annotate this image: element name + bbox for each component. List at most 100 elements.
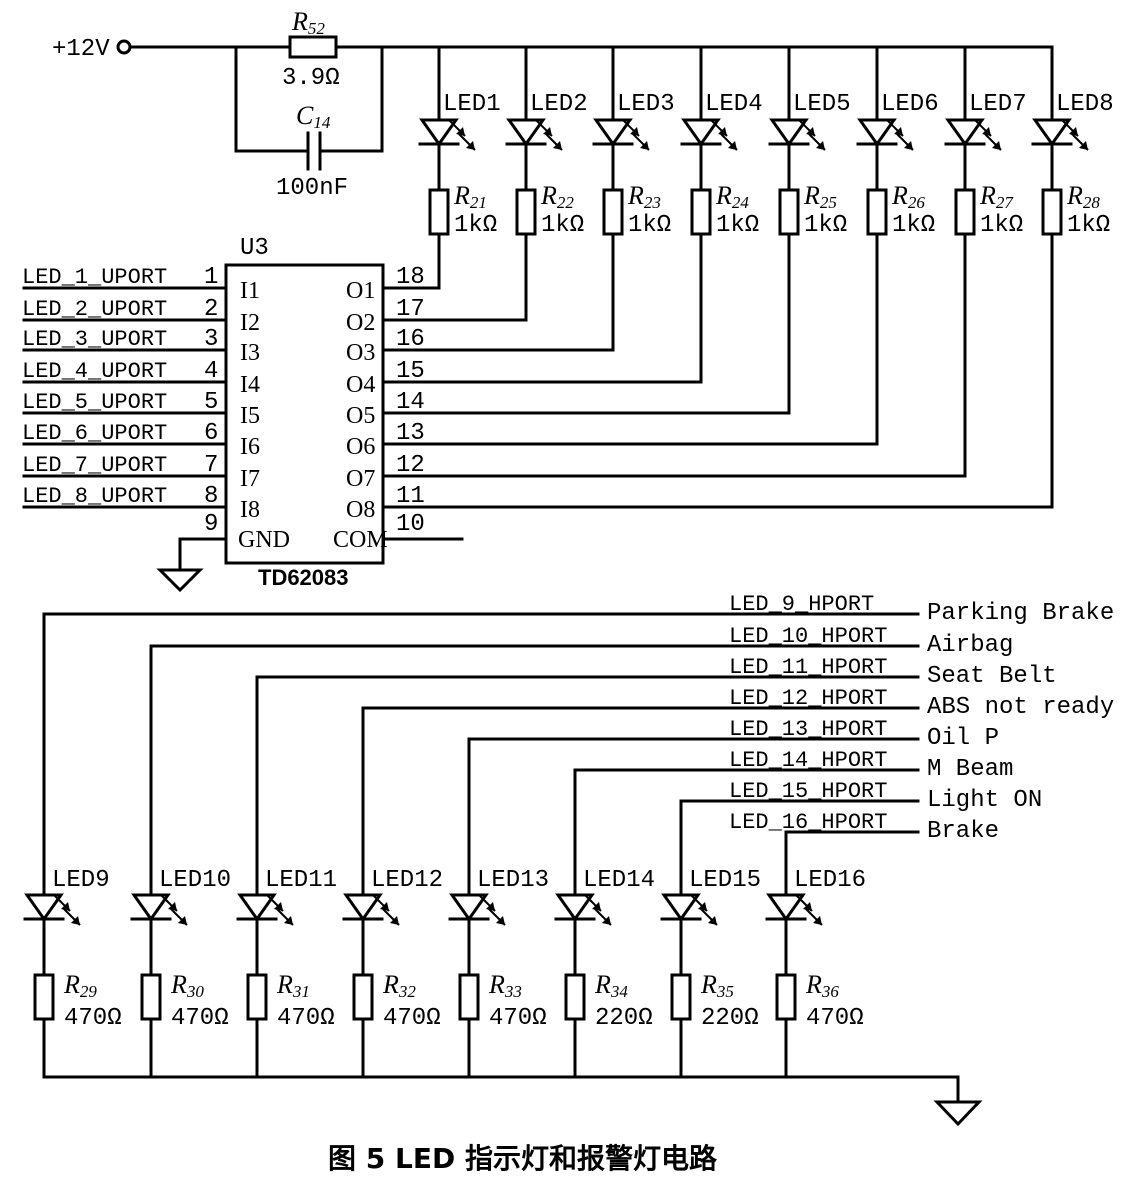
- top-resistor-2: [515, 188, 537, 236]
- chip-input-1: I1: [240, 278, 260, 304]
- chip-in-pin-4: 4: [204, 358, 218, 385]
- signal-label-10: Airbag: [927, 632, 1013, 659]
- top-led-2: [505, 118, 563, 151]
- bottom-led-label-13: LED13: [477, 867, 549, 894]
- hport-label-9: LED_9_HPORT: [729, 592, 874, 617]
- chip-input-3: I3: [240, 340, 260, 366]
- top-resistor-value-5: 1kΩ: [804, 212, 847, 239]
- chip-input-6: I6: [240, 434, 260, 460]
- top-led-label-5: LED5: [793, 91, 851, 118]
- hport-label-14: LED_14_HPORT: [729, 748, 887, 773]
- top-led-4: [680, 118, 738, 151]
- chip-out-pin-6: 13: [396, 420, 425, 447]
- uport-label-6: LED_6_UPORT: [22, 421, 167, 446]
- bottom-resistor-name-9: R29: [63, 970, 97, 1001]
- chip-part: TD62083: [258, 565, 349, 590]
- chip-output-1: O1: [346, 278, 375, 304]
- chip-input-5: I5: [240, 403, 260, 429]
- bottom-led-15: [660, 893, 718, 926]
- supply-label: +12V: [52, 36, 110, 63]
- top-resistor-name-6: R26: [891, 181, 925, 212]
- chip-output-3: O3: [346, 340, 375, 366]
- hport-label-12: LED_12_HPORT: [729, 686, 887, 711]
- bottom-resistor-value-15: 220Ω: [701, 1005, 759, 1032]
- chip-out-pin-7: 12: [396, 452, 425, 479]
- chip-output-4: O4: [346, 372, 375, 398]
- bottom-resistor-value-12: 470Ω: [383, 1005, 441, 1032]
- hport-label-16: LED_16_HPORT: [729, 810, 887, 835]
- bottom-resistor-value-11: 470Ω: [277, 1005, 335, 1032]
- chip-out-pin-8: 11: [396, 483, 425, 510]
- c14-name: C14: [296, 101, 331, 132]
- supply-terminal: [116, 39, 132, 55]
- top-led-label-1: LED1: [443, 91, 501, 118]
- top-resistor-name-1: R21: [453, 181, 487, 212]
- chip-in-pin-2: 2: [204, 296, 218, 323]
- signal-label-9: Parking Brake: [927, 600, 1114, 627]
- signal-label-11: Seat Belt: [927, 663, 1057, 690]
- bottom-resistor-name-11: R31: [276, 970, 310, 1001]
- bottom-led-9: [23, 893, 81, 926]
- chip-input-2: I2: [240, 310, 260, 336]
- bottom-led-label-10: LED10: [159, 867, 231, 894]
- chip-output-5: O5: [346, 403, 375, 429]
- chip-in-pin-1: 1: [204, 264, 218, 291]
- top-resistor-name-4: R24: [715, 181, 749, 212]
- top-resistor-value-2: 1kΩ: [541, 212, 584, 239]
- top-led-7: [944, 118, 1002, 151]
- top-resistor-name-2: R22: [540, 181, 574, 212]
- bottom-resistor-name-14: R34: [594, 970, 628, 1001]
- top-led-label-3: LED3: [617, 91, 675, 118]
- signal-label-12: ABS not ready: [927, 694, 1114, 721]
- chip-gnd-pin: 9: [204, 511, 218, 538]
- top-resistor-value-6: 1kΩ: [892, 212, 935, 239]
- bottom-led-label-9: LED9: [52, 867, 110, 894]
- bottom-resistor-10: [140, 973, 162, 1021]
- chip-in-pin-6: 6: [204, 420, 218, 447]
- bottom-resistor-name-13: R33: [488, 970, 522, 1001]
- chip-input-8: I8: [240, 497, 260, 523]
- bottom-led-12: [342, 893, 400, 926]
- top-resistor-name-3: R23: [627, 181, 661, 212]
- chip-com-pin: 10: [396, 511, 425, 538]
- top-led-label-8: LED8: [1056, 91, 1114, 118]
- chip-out-pin-1: 18: [396, 264, 425, 291]
- top-led-8: [1031, 118, 1089, 151]
- chip-out-pin-5: 14: [396, 389, 425, 416]
- r52-value: 3.9Ω: [282, 65, 340, 92]
- chip-input-4: I4: [240, 372, 260, 398]
- top-resistor-6: [866, 188, 888, 236]
- bottom-ground-symbol: [933, 1100, 983, 1127]
- top-resistor-5: [778, 188, 800, 236]
- bottom-led-label-16: LED16: [794, 867, 866, 894]
- top-resistor-value-3: 1kΩ: [628, 212, 671, 239]
- bottom-ground: [42, 1075, 983, 1127]
- bottom-led-label-11: LED11: [265, 867, 337, 894]
- chip-ref: U3: [240, 235, 269, 262]
- chip-output-7: O7: [346, 466, 375, 492]
- hport-label-10: LED_10_HPORT: [729, 624, 887, 649]
- bottom-resistor-9: [33, 973, 55, 1021]
- signal-label-14: M Beam: [927, 756, 1013, 783]
- signal-label-13: Oil P: [927, 725, 999, 752]
- bottom-resistor-name-10: R30: [170, 970, 204, 1001]
- top-led-label-7: LED7: [969, 91, 1027, 118]
- bottom-led-11: [236, 893, 294, 926]
- bottom-resistor-11: [246, 973, 268, 1021]
- top-resistor-name-8: R28: [1066, 181, 1100, 212]
- bottom-resistor-14: [564, 973, 586, 1021]
- top-led-label-6: LED6: [881, 91, 939, 118]
- top-resistor-value-1: 1kΩ: [454, 212, 497, 239]
- bottom-resistor-value-14: 220Ω: [595, 1005, 653, 1032]
- uport-label-2: LED_2_UPORT: [22, 297, 167, 322]
- bottom-led-13: [448, 893, 506, 926]
- chip-ground-symbol: [156, 568, 204, 593]
- uport-label-4: LED_4_UPORT: [22, 359, 167, 384]
- top-led-label-2: LED2: [530, 91, 588, 118]
- top-resistor-7: [954, 188, 976, 236]
- top-resistor-value-8: 1kΩ: [1067, 212, 1110, 239]
- top-resistor-3: [602, 188, 624, 236]
- top-resistor-1: [428, 188, 450, 236]
- chip-in-pin-7: 7: [204, 452, 218, 479]
